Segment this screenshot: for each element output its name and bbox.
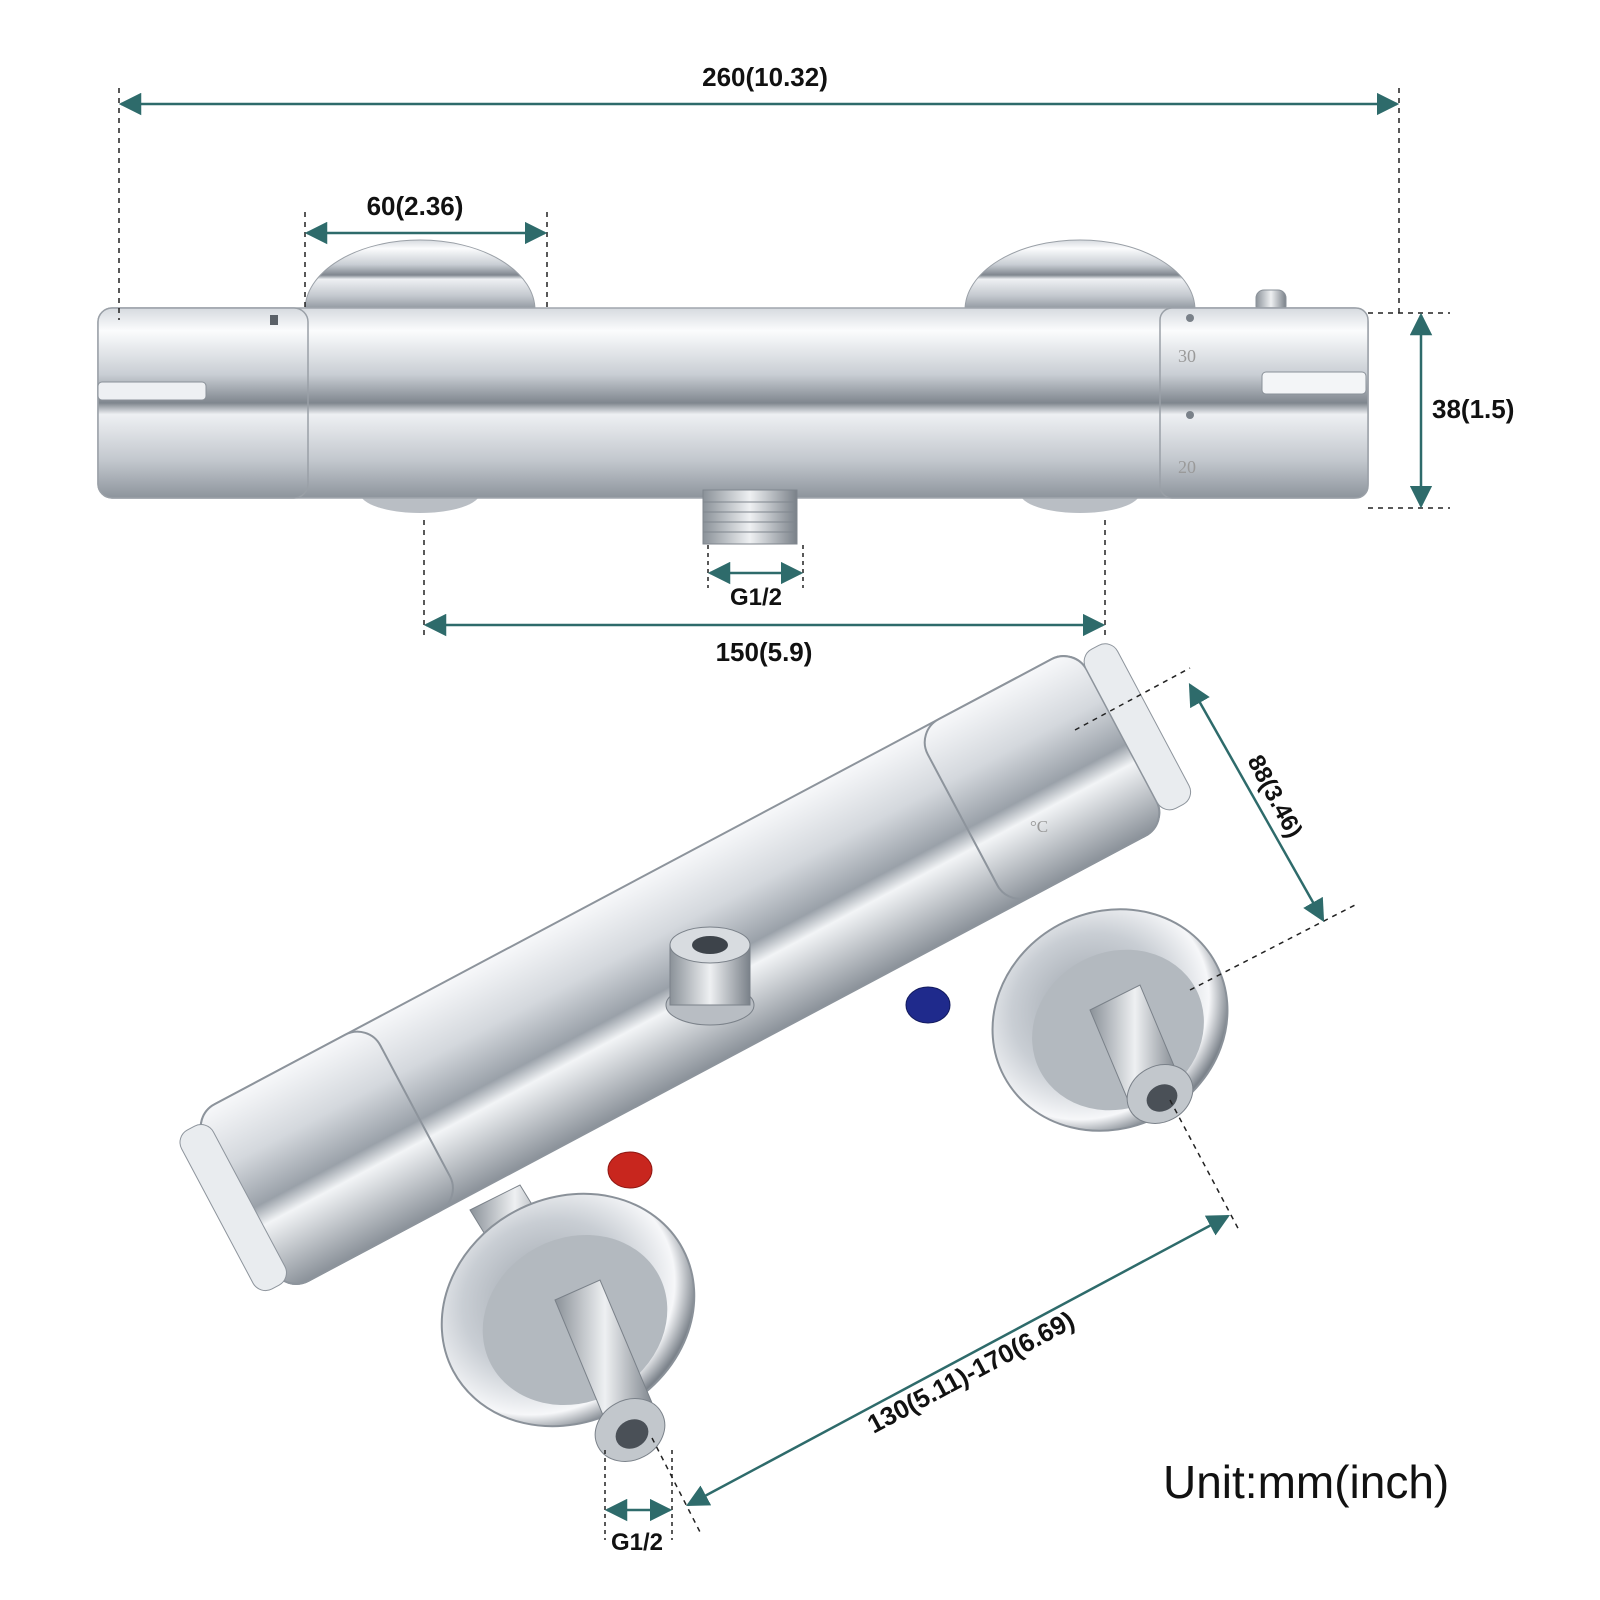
persp-right-flange (991, 908, 1229, 1132)
dial-mark-20: 20 (1178, 457, 1196, 477)
hot-marker-icon (607, 1151, 653, 1189)
flange-diameter-label: 60(2.36) (367, 191, 464, 221)
unit-label: Unit:mm(inch) (1163, 1456, 1449, 1508)
temperature-handle-lever (1261, 371, 1367, 395)
dim-flange-diameter: 60(2.36) (304, 191, 548, 310)
temperature-handle (1159, 307, 1369, 499)
perspective-view: °C 88(3.46) (179, 643, 1356, 1556)
top-body: 30 20 (97, 307, 1369, 499)
top-outlet-thread (702, 489, 798, 545)
dim-outlet-thread: G1/2 (707, 545, 804, 611)
outlet-thread-label: G1/2 (730, 584, 782, 611)
dim-overall-length: 260(10.32) (118, 62, 1400, 320)
persp-left-flange (440, 1184, 696, 1462)
dim-body-height: 38(1.5) (1368, 312, 1514, 509)
flow-handle-lever (97, 381, 207, 401)
top-view: 30 20 260(10.32) 60(2.36) (97, 62, 1514, 667)
dim-inlet-thread: G1/2 (604, 1450, 673, 1556)
dim-adjustable-spacing: 130(5.11)-170(6.69) (651, 1099, 1241, 1533)
dial-unit-symbol: °C (1030, 817, 1048, 836)
flow-handle (97, 307, 309, 499)
dial-mark-30: 30 (1178, 346, 1196, 366)
cold-marker-icon (905, 986, 951, 1024)
inlet-thread-label: G1/2 (611, 1529, 663, 1556)
dim-inlet-spacing: 150(5.9) (423, 520, 1106, 667)
overall-length-label: 260(10.32) (702, 62, 828, 92)
inlet-spacing-label: 150(5.9) (716, 637, 813, 667)
depth-label: 88(3.46) (1242, 751, 1308, 843)
body-height-label: 38(1.5) (1432, 394, 1514, 424)
adjustable-spacing-label: 130(5.11)-170(6.69) (862, 1305, 1079, 1439)
persp-outlet-thread (665, 926, 755, 1026)
